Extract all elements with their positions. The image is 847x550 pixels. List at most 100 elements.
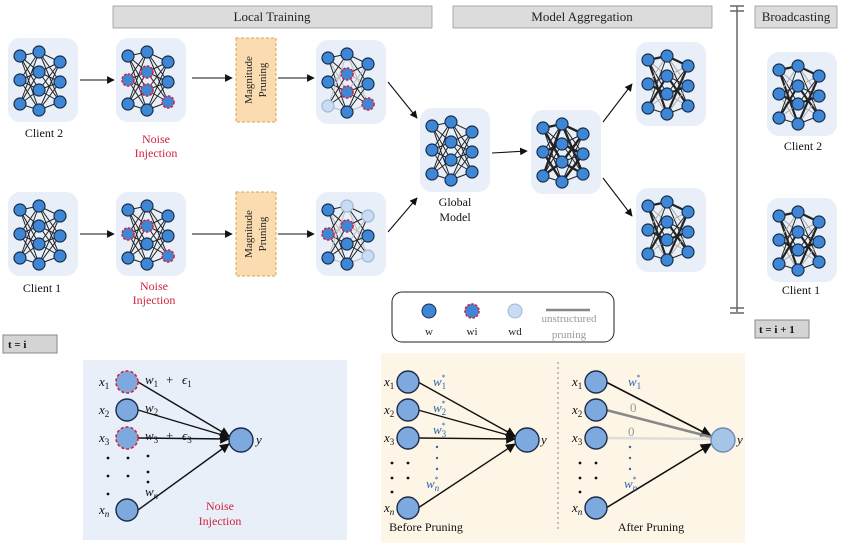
plus-3: + bbox=[166, 428, 173, 443]
network-node bbox=[791, 79, 805, 93]
timeline-divider bbox=[730, 5, 744, 314]
network-node bbox=[660, 253, 674, 267]
network-node bbox=[791, 117, 805, 131]
network-node bbox=[660, 233, 674, 247]
svg-text:w*2: w*2 bbox=[433, 399, 446, 417]
label-xn: xn bbox=[98, 502, 110, 519]
noise-injection-panel: x1 x2 x3 xn w1 + ϵ1 w2 w3 + ϵ3 wn y Nois… bbox=[83, 360, 347, 540]
client1-label: Client 1 bbox=[23, 281, 61, 295]
noise-injection-bottom-label-2: Injection bbox=[133, 293, 176, 307]
after-node-x2 bbox=[584, 398, 608, 422]
network-node bbox=[791, 225, 805, 239]
svg-text:w*n: w*n bbox=[624, 475, 638, 493]
network-node bbox=[791, 205, 805, 219]
svg-text:y: y bbox=[735, 432, 743, 447]
network-node bbox=[161, 209, 175, 223]
network-node bbox=[536, 145, 550, 159]
network-node bbox=[340, 105, 354, 119]
before-pruning-label: Before Pruning bbox=[389, 520, 463, 534]
pruning-panel: x1 x2 x3 xn w*1 w*2 w*3 w*n y Before Pru… bbox=[381, 353, 745, 543]
network-node bbox=[444, 153, 458, 167]
network-node bbox=[340, 237, 354, 251]
network-node bbox=[536, 169, 550, 183]
network-node bbox=[641, 53, 655, 67]
network-node bbox=[32, 237, 46, 251]
svg-text:pruning: pruning bbox=[552, 329, 587, 341]
network-node bbox=[555, 175, 569, 189]
network-node bbox=[555, 117, 569, 131]
network-node bbox=[53, 229, 67, 243]
network-node bbox=[465, 145, 479, 159]
network-broadcast-top bbox=[636, 42, 706, 126]
svg-text:wd: wd bbox=[508, 326, 522, 338]
noise-input-node-x2 bbox=[115, 398, 139, 422]
network-node bbox=[772, 209, 786, 223]
network-node bbox=[340, 219, 354, 233]
before-node-y bbox=[514, 427, 540, 453]
svg-text:y: y bbox=[539, 432, 547, 447]
legend-w-node bbox=[421, 303, 437, 319]
svg-text:Broadcasting: Broadcasting bbox=[762, 9, 831, 24]
network-node bbox=[772, 257, 786, 271]
network-node bbox=[791, 59, 805, 73]
header-local-training: Local Training bbox=[112, 5, 433, 29]
network-node bbox=[161, 249, 175, 263]
client1-right-label: Client 1 bbox=[782, 283, 820, 297]
network-node bbox=[536, 121, 550, 135]
network-node bbox=[465, 125, 479, 139]
label-x3: x3 bbox=[98, 430, 110, 447]
header-broadcasting: Broadcasting bbox=[754, 5, 838, 29]
network-node bbox=[791, 263, 805, 277]
time-box-t-i-plus-1: t = i + 1 bbox=[754, 319, 810, 339]
svg-text:Injection: Injection bbox=[199, 514, 242, 528]
network-node bbox=[641, 223, 655, 237]
network-node bbox=[121, 73, 135, 87]
legend-wd-node bbox=[507, 303, 523, 319]
svg-text:x2: x2 bbox=[571, 402, 582, 419]
network-node bbox=[361, 229, 375, 243]
network-node bbox=[660, 215, 674, 229]
svg-text:t = i: t = i bbox=[8, 339, 27, 351]
network-node bbox=[660, 107, 674, 121]
network-node bbox=[53, 95, 67, 109]
network-node bbox=[161, 229, 175, 243]
network-node bbox=[812, 215, 826, 229]
network-node bbox=[121, 49, 135, 63]
network-node bbox=[140, 83, 154, 97]
svg-text:Local Training: Local Training bbox=[234, 9, 311, 24]
network-node bbox=[321, 75, 335, 89]
magnitude-pruning-box-bottom: Magnitude Pruning bbox=[235, 191, 277, 277]
plus-1: + bbox=[166, 372, 173, 387]
client2-right-label: Client 2 bbox=[784, 139, 822, 153]
network-node bbox=[681, 99, 695, 113]
network-node bbox=[681, 79, 695, 93]
network-node bbox=[681, 59, 695, 73]
zero-weight-3: 0 bbox=[628, 424, 635, 439]
network-node bbox=[465, 165, 479, 179]
network-node bbox=[812, 255, 826, 269]
svg-text:x1: x1 bbox=[383, 374, 394, 391]
ellipsis-dots bbox=[106, 454, 150, 496]
svg-text:wi: wi bbox=[467, 326, 478, 338]
network-node bbox=[321, 227, 335, 241]
svg-text:Magnitude: Magnitude bbox=[243, 56, 255, 104]
network-node bbox=[660, 87, 674, 101]
label-eps1: ϵ1 bbox=[182, 372, 192, 389]
network-node bbox=[32, 45, 46, 59]
network-node bbox=[641, 199, 655, 213]
network-node bbox=[340, 199, 354, 213]
network-node bbox=[121, 203, 135, 217]
network-node bbox=[361, 57, 375, 71]
before-node-x2 bbox=[396, 398, 420, 422]
network-node bbox=[641, 247, 655, 261]
network-node bbox=[140, 219, 154, 233]
network-node bbox=[340, 47, 354, 61]
network-client2-final bbox=[767, 52, 837, 136]
label-x1: x1 bbox=[98, 374, 109, 391]
network-node bbox=[32, 199, 46, 213]
network-node bbox=[425, 119, 439, 133]
svg-text:w*1: w*1 bbox=[628, 373, 641, 391]
noise-injection-top-label-2: Injection bbox=[135, 146, 178, 160]
svg-text:w*3: w*3 bbox=[433, 421, 447, 439]
network-node bbox=[555, 155, 569, 169]
